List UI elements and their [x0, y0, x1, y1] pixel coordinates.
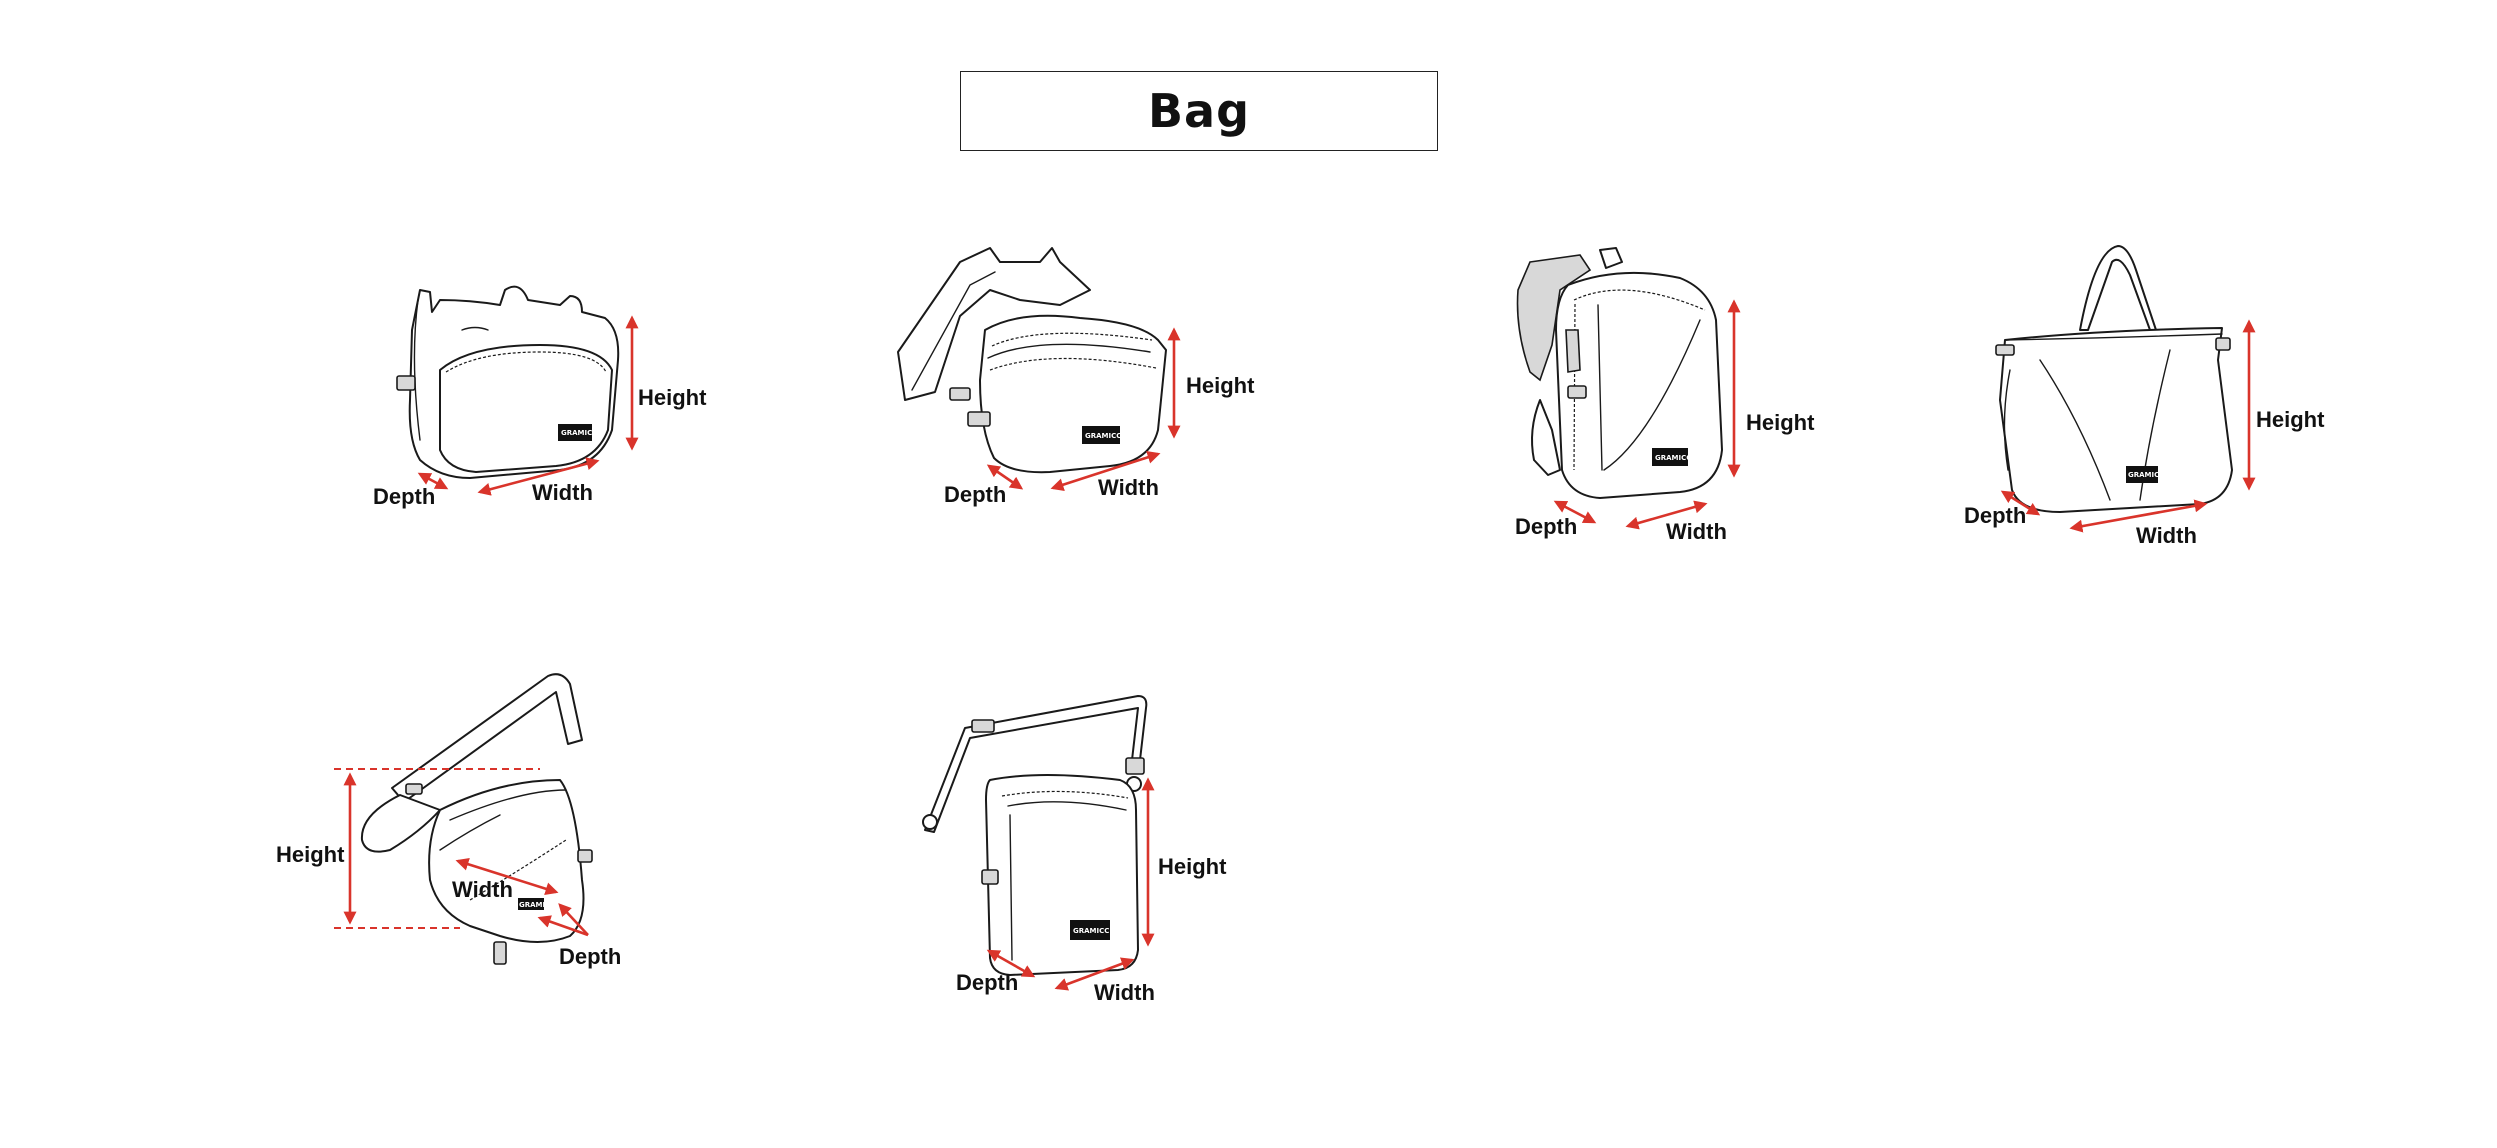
waist-bag-width-label: Width [532, 480, 593, 505]
waist-bag-width-arrow [477, 457, 600, 496]
sling-bag-logo: GRAMICCI [519, 901, 558, 909]
shoulder-pouch-width-arrow [1054, 957, 1135, 991]
shoulder-pouch-illustration: GRAMICCI [922, 695, 1148, 976]
waist-bag-illustration: GRAMICCI [396, 285, 620, 479]
hip-bag-depth-arrow [986, 464, 1024, 490]
shoulder-pouch-height-label: Height [1158, 854, 1227, 879]
tote-bag-width-arrow [2069, 499, 2208, 533]
hip-bag-logo: GRAMICCI [1085, 432, 1124, 440]
page-title-box: Bag [960, 71, 1438, 151]
backpack-diagram: GRAMICCI Height Width Depth [1515, 247, 1815, 544]
sling-bag-height-label: Height [276, 842, 345, 867]
shoulder-pouch-depth-arrow [986, 949, 1036, 978]
backpack-depth-label: Depth [1515, 514, 1577, 539]
backpack-width-arrow [1625, 500, 1708, 530]
tote-bag-illustration: GRAMICCI [1995, 245, 2233, 513]
sling-bag-illustration: GRAMICCI [360, 673, 593, 965]
waist-bag-diagram: GRAMICCI Height Width Depth [373, 285, 707, 509]
tote-bag-depth-label: Depth [1964, 503, 2026, 528]
shoulder-pouch-width-label: Width [1094, 980, 1155, 1005]
backpack-logo: GRAMICCI [1655, 454, 1694, 462]
hip-bag-width-label: Width [1098, 475, 1159, 500]
hip-bag-depth-label: Depth [944, 482, 1006, 507]
hip-bag-height-label: Height [1186, 373, 1255, 398]
tote-bag-diagram: GRAMICCI Height Width Depth [1964, 245, 2325, 548]
sling-bag-diagram: GRAMICCI Height Width Depth [276, 673, 621, 969]
waist-bag-depth-label: Depth [373, 484, 435, 509]
sling-bag-width-arrow [455, 857, 559, 896]
waist-bag-height-label: Height [638, 385, 707, 410]
sling-bag-depth-arrow-b [537, 915, 589, 937]
waist-bag-logo: GRAMICCI [561, 429, 600, 437]
hip-bag-diagram: GRAMICCI Height Width Depth [897, 247, 1255, 507]
waist-bag-depth-arrow [417, 472, 449, 490]
hip-bag-width-arrow [1050, 451, 1161, 491]
backpack-height-label: Height [1746, 410, 1815, 435]
shoulder-pouch-depth-label: Depth [956, 970, 1018, 995]
sling-bag-depth-label: Depth [559, 944, 621, 969]
tote-bag-height-label: Height [2256, 407, 2325, 432]
tote-bag-depth-arrow [2000, 490, 2041, 516]
backpack-illustration: GRAMICCI [1516, 247, 1723, 499]
shoulder-pouch-diagram: GRAMICCI Height Width Depth [922, 695, 1227, 1005]
tote-bag-width-label: Width [2136, 523, 2197, 548]
sling-bag-depth-arrow-a [558, 903, 589, 936]
sling-bag-width-label: Width [452, 877, 513, 902]
page-title: Bag [1147, 84, 1251, 138]
hip-bag-illustration: GRAMICCI [897, 247, 1167, 474]
tote-bag-logo: GRAMICCI [2128, 471, 2167, 479]
backpack-width-label: Width [1666, 519, 1727, 544]
shoulder-pouch-logo: GRAMICCI [1073, 927, 1112, 935]
backpack-depth-arrow [1553, 500, 1597, 524]
